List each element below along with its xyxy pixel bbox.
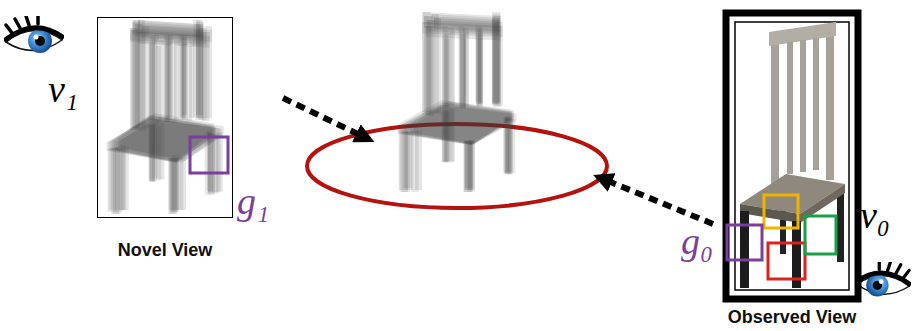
patch-box [768,243,805,279]
patch-box [805,216,836,254]
patch-box [764,195,798,228]
view-symbol: v₁ [48,70,78,108]
chair-leg [740,211,749,288]
eye-icon [855,262,911,296]
chair-leg [837,190,844,262]
chair-slat [787,42,793,174]
chair-sample [116,32,222,210]
view-caption: Observed View [728,306,857,328]
view-frame: Novel View [97,17,233,218]
ghost-chair [106,20,223,214]
ghost-chair [397,12,516,192]
patch-symbol: g₁ [237,182,269,220]
view-frame: Observed View [723,10,861,302]
chair-sample [112,20,212,214]
eye-icon [4,16,64,53]
chair-photo [740,22,845,288]
patch-symbol: g₀ [681,222,713,260]
view-symbol: v₀ [860,196,890,234]
photo-frame [726,13,858,299]
chair-sample [398,12,513,192]
dashed-arrow [608,181,713,224]
chair-post [826,24,834,180]
dashed-arrow [283,98,360,135]
chair-slat [813,38,819,170]
photo-frame-inner [735,22,849,290]
patch-box [727,225,762,260]
chair-slat [800,40,806,172]
chair-post [771,32,779,192]
patch-box [190,137,228,173]
view-caption: Novel View [118,239,213,261]
